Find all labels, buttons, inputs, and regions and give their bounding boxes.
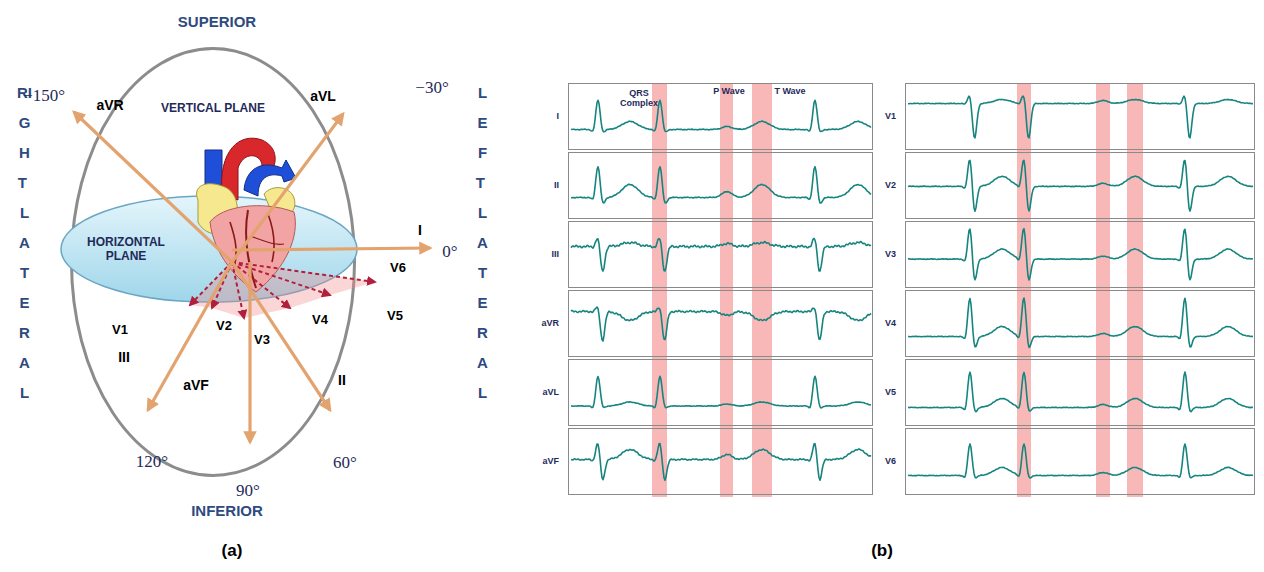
lead-name: aVF (542, 456, 559, 466)
lead-panel: aVF (568, 428, 873, 495)
lead-label: V2 (216, 319, 232, 334)
lead-label: V4 (312, 313, 328, 328)
ecg-trace (908, 96, 1253, 138)
lead-label: V1 (112, 323, 128, 338)
angle-label: 90° (236, 481, 260, 501)
ecg-trace (571, 307, 871, 341)
lead-panel: V2 (905, 152, 1255, 219)
lead-name: aVR (541, 318, 559, 328)
lead-panel: aVR (568, 290, 873, 357)
plane-label: HORIZONTAL PLANE (85, 236, 167, 264)
lead-name: II (554, 180, 559, 190)
angle-label: −30° (415, 78, 448, 98)
lead-label: III (118, 349, 130, 365)
ellipse-shape (61, 196, 357, 302)
lead-panel: V6 (905, 428, 1255, 495)
lead-panel: V3 (905, 221, 1255, 288)
lead-name: V5 (885, 387, 896, 397)
ecg-trace (908, 160, 1253, 211)
ecg-trace (571, 100, 871, 132)
lead-name: III (551, 249, 559, 259)
ecg-trace (908, 444, 1253, 478)
lead-label: aVL (310, 88, 336, 104)
direction-label: SUPERIOR (178, 13, 256, 30)
angle-label: 0° (442, 242, 457, 262)
lead-label: II (338, 372, 346, 388)
lead-name: I (556, 111, 559, 121)
lead-label: I (418, 222, 422, 238)
lead-label: aVR (96, 97, 123, 113)
ecg-trace (571, 167, 871, 203)
direction-label: INFERIOR (191, 502, 263, 519)
lead-name: V4 (885, 318, 896, 328)
lead-name: V3 (885, 249, 896, 259)
lead-panel: III (568, 221, 873, 288)
angle-label: −150° (23, 86, 65, 106)
lead-panel: aVL (568, 359, 873, 426)
direction-label: LEFT LATERAL (475, 78, 490, 408)
wave-annotation: QRS Complex (619, 88, 659, 109)
panel-label: (a) (222, 541, 243, 561)
lead-panel: V1 (905, 83, 1255, 150)
ecg-trace (908, 229, 1253, 280)
lead-panel: V4 (905, 290, 1255, 357)
angle-label: 60° (333, 453, 357, 473)
ecg-trace (571, 376, 871, 408)
lead-name: V2 (885, 180, 896, 190)
ecg-trace (908, 372, 1253, 412)
horizontal-plane-ellipse: HORIZONTAL PLANE (60, 195, 358, 303)
lead-label: aVF (183, 377, 209, 393)
lead-label: V5 (387, 309, 403, 324)
lead-label: V3 (254, 333, 270, 348)
wave-annotation: P Wave (713, 86, 745, 96)
ecg-trace (908, 298, 1253, 347)
lead-panel: II (568, 152, 873, 219)
lead-label: V6 (390, 261, 406, 276)
ecg-trace (571, 238, 871, 271)
direction-label: RIGHT LATERAL (17, 78, 32, 408)
wave-annotation: T Wave (774, 86, 805, 96)
angle-label: 120° (136, 452, 168, 472)
ecg-traces (571, 96, 1253, 480)
lead-name: V6 (885, 456, 896, 466)
lead-name: aVL (542, 387, 559, 397)
panel-label: (b) (871, 541, 893, 561)
lead-name: V1 (885, 111, 896, 121)
lead-panel: V5 (905, 359, 1255, 426)
ecg-trace (571, 444, 871, 481)
